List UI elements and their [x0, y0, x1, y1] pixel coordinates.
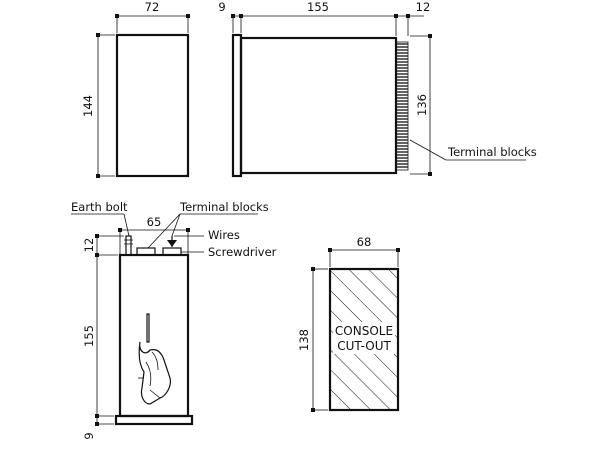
side-view: 9 155 12 136 Terminal blocks [218, 0, 537, 178]
dim-body-depth: 155 [82, 325, 96, 347]
bottom-terminal-block-left [136, 247, 156, 256]
screwdriver-icon [138, 313, 171, 405]
label-screwdriver: Screwdriver [208, 245, 277, 259]
dim-bottom-bezel: 9 [82, 432, 96, 439]
dim-front-height: 144 [81, 95, 95, 117]
dim-cutout-width: 68 [357, 235, 372, 249]
label-terminal-blocks-top: Terminal blocks [179, 200, 269, 214]
front-panel [115, 33, 190, 178]
cutout-label-line2: CUT-OUT [337, 339, 391, 353]
side-bezel [231, 33, 243, 178]
console-cutout: CONSOLE CUT-OUT 68 138 [297, 235, 400, 412]
label-terminal-blocks-side: Terminal blocks [447, 145, 537, 159]
side-terminal-comb [395, 41, 409, 171]
front-view: 72 144 [81, 0, 190, 178]
dim-cutout-height: 138 [297, 329, 311, 351]
dim-terminal-width: 65 [147, 215, 162, 229]
bottom-body [118, 253, 190, 418]
cutout-outline [328, 267, 400, 412]
dim-depth: 155 [307, 0, 329, 14]
cutout-label-line1: CONSOLE [335, 324, 393, 338]
label-earth-bolt: Earth bolt [71, 200, 128, 214]
dim-side-height: 136 [415, 94, 429, 116]
bottom-bezel [114, 414, 194, 426]
dim-terminal-depth: 12 [416, 0, 431, 14]
label-wires: Wires [208, 228, 240, 242]
dim-bezel: 9 [218, 0, 225, 14]
wire-arrow-icon [167, 236, 177, 247]
bottom-terminal-block-right [162, 247, 182, 256]
bottom-view: 65 12 155 9 Earth bolt Terminal blocks W… [71, 200, 277, 440]
earth-bolt [125, 235, 132, 256]
dim-bottom-top-gap: 12 [82, 238, 96, 253]
side-body [239, 36, 398, 175]
dim-front-width: 72 [145, 0, 160, 14]
